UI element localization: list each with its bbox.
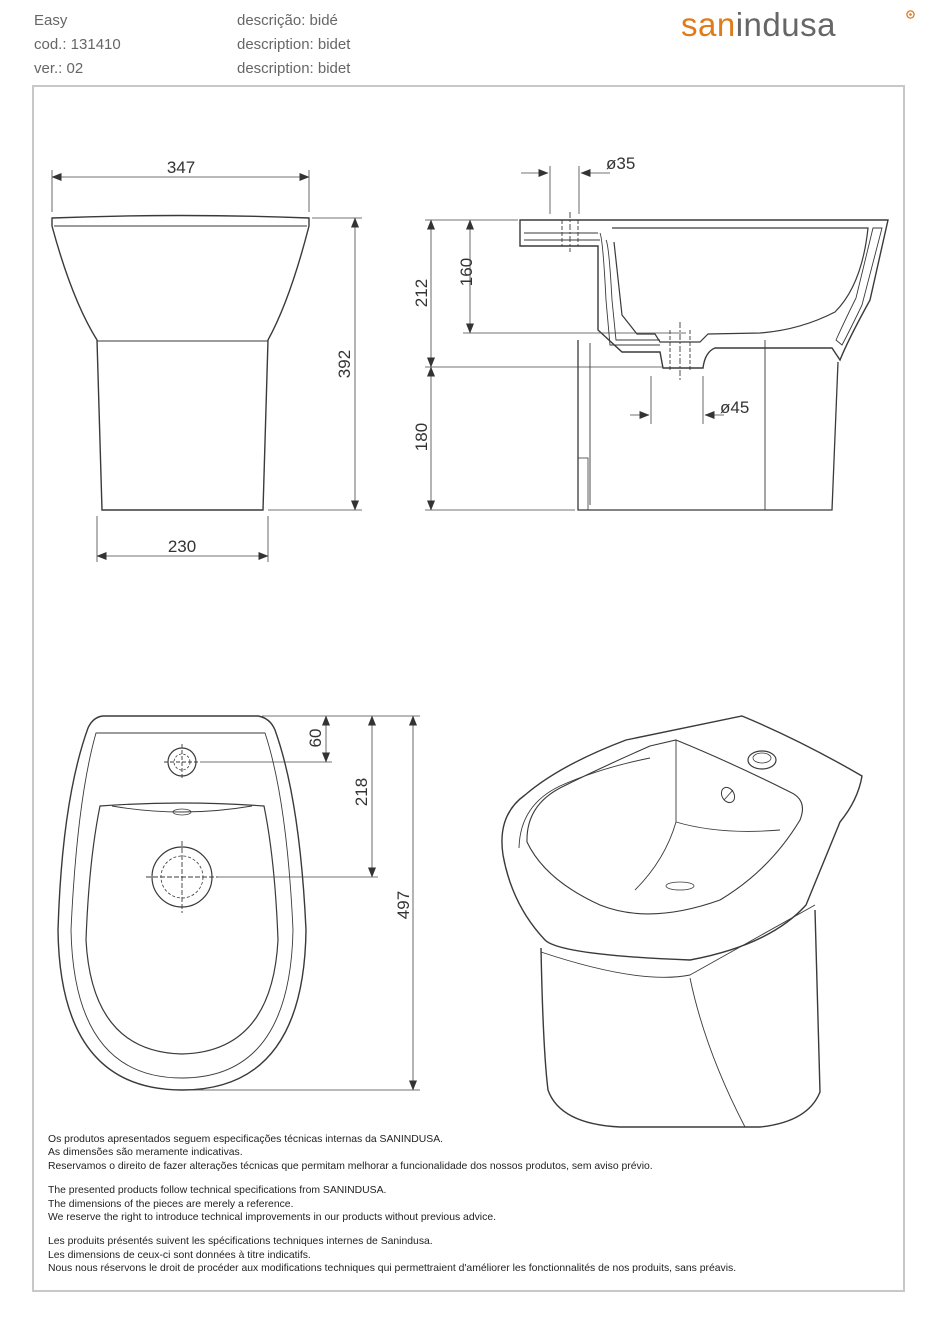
total-height-label: 392	[335, 350, 354, 378]
product-descriptions: descrição: bidé description: bidet descr…	[237, 9, 350, 81]
side-section-view: ø35 ø45 212 180 160	[412, 154, 889, 511]
product-version: ver.: 02	[34, 60, 84, 77]
notes-en: The presented products follow technical …	[48, 1184, 898, 1224]
note-line: Nous nous réservons le droit de procéder…	[48, 1263, 737, 1275]
disclaimer-notes: Os produtos apresentados seguem especifi…	[48, 1133, 898, 1287]
top-length-label: 497	[394, 891, 413, 919]
note-line: Les dimensions de ceux-ci sont données à…	[48, 1249, 311, 1261]
rim-height-label: 212	[412, 279, 431, 307]
drawing-frame	[32, 85, 905, 1292]
tap-hole-diameter-label: ø35	[606, 154, 635, 173]
note-line: Os produtos apresentados seguem especifi…	[48, 1134, 444, 1145]
note-line: The dimensions of the pieces are merely …	[48, 1198, 294, 1210]
description-en: description: bidet	[237, 36, 351, 53]
top-view: 60 218 497	[57, 715, 420, 1091]
base-height-label: 180	[412, 423, 431, 451]
notes-fr: Les produits présentés suivent les spéci…	[48, 1235, 898, 1275]
notes-pt: Os produtos apresentados seguem especifi…	[48, 1133, 898, 1173]
description-fr: description: bidet	[237, 60, 351, 77]
bowl-depth-label: 160	[457, 258, 476, 286]
product-info: Easy cod.: 131410 ver.: 02	[34, 9, 121, 81]
description-pt: descrição: bidé	[237, 12, 338, 29]
front-view: 347 230 392	[51, 158, 362, 562]
front-base-width-label: 230	[168, 537, 196, 556]
logo-prefix: san	[681, 6, 736, 43]
logo-mark-icon	[906, 10, 915, 19]
sanindusa-logo: sanindusa	[681, 6, 836, 44]
note-line: We reserve the right to introduce techni…	[48, 1212, 496, 1224]
waste-diameter-label: ø45	[720, 398, 749, 417]
note-line: As dimensões são meramente indicativas.	[48, 1147, 243, 1159]
product-name: Easy	[34, 12, 68, 29]
note-line: Reservamos o direito de fazer alterações…	[48, 1160, 653, 1172]
top-waste-offset-label: 218	[352, 778, 371, 806]
note-line: The presented products follow technical …	[48, 1185, 387, 1197]
logo-suffix: indusa	[735, 6, 836, 43]
note-line: Les produits présentés suivent les spéci…	[48, 1236, 433, 1248]
perspective-view	[501, 715, 863, 1128]
top-tap-offset-label: 60	[306, 729, 325, 748]
front-width-label: 347	[167, 158, 195, 177]
product-code: cod.: 131410	[34, 36, 121, 53]
